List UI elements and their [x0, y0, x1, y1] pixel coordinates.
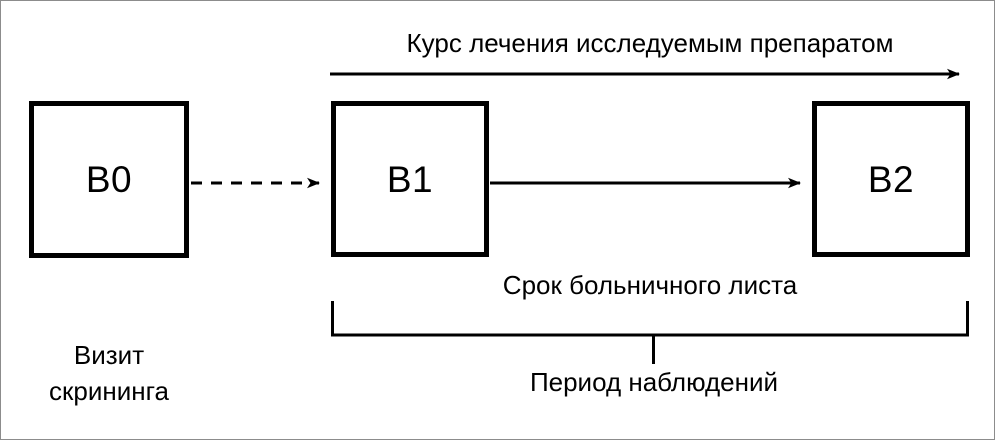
- node-box-b0[interactable]: В0: [29, 101, 189, 258]
- node-label-b1: В1: [386, 158, 434, 200]
- node-box-b1[interactable]: В1: [331, 101, 489, 257]
- label-observation-period: Период наблюдений: [529, 367, 779, 397]
- node-label-b2: В2: [867, 158, 915, 200]
- node-label-b0: В0: [85, 159, 133, 200]
- label-treatment-course: Курс лечения исследуемым препаратом: [406, 28, 894, 58]
- node-box-b2[interactable]: В2: [812, 101, 970, 257]
- connector-sick-leave-bracket: [331, 301, 969, 364]
- label-screening-visit: Визит скрининга: [49, 340, 169, 406]
- label-sick-leave: Срок больничного листа: [502, 270, 798, 300]
